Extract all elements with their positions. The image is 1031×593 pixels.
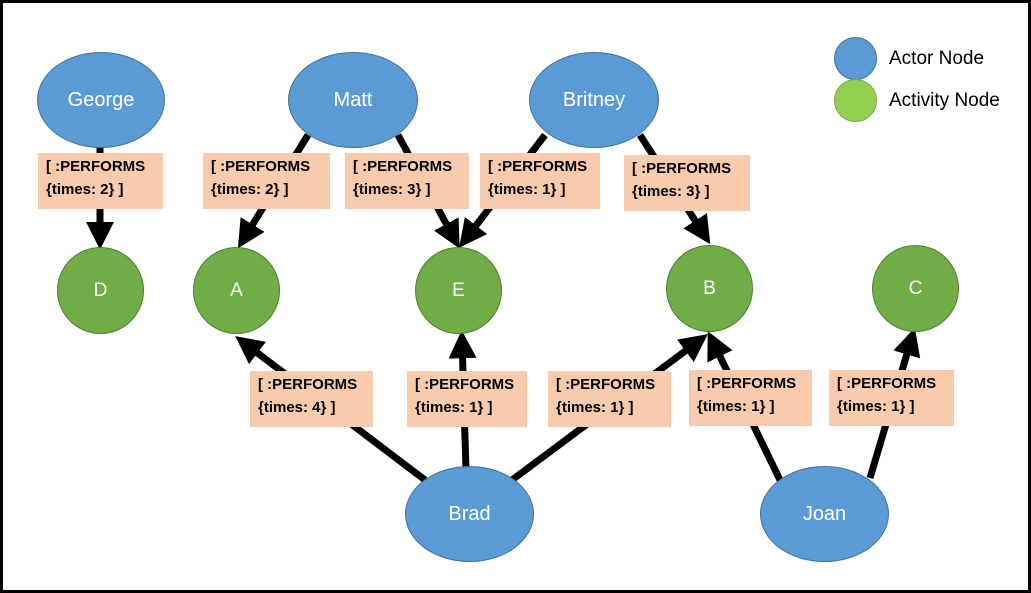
node-label: A bbox=[230, 279, 243, 301]
activity-node-b: B bbox=[666, 245, 753, 332]
edge-label-rel: [ :PERFORMS bbox=[556, 376, 656, 393]
edge-label-brad-e: [ :PERFORMS {times: 1} ] bbox=[407, 371, 527, 427]
node-label: Matt bbox=[333, 88, 373, 111]
node-label: Joan bbox=[802, 502, 847, 525]
edge-label-rel: [ :PERFORMS bbox=[488, 158, 588, 175]
edge-label-props: {times: 1} ] bbox=[488, 181, 566, 198]
legend-activity-swatch bbox=[834, 79, 877, 122]
edge-label-rel: [ :PERFORMS bbox=[632, 160, 732, 177]
edge-label-brad-b: [ :PERFORMS {times: 1} ] bbox=[548, 371, 671, 427]
node-label: Britney bbox=[562, 88, 626, 111]
actor-node-george: George bbox=[37, 52, 165, 148]
edge-label-brad-a: [ :PERFORMS {times: 4} ] bbox=[250, 371, 373, 427]
node-label: D bbox=[93, 279, 108, 301]
edge-label-rel: [ :PERFORMS bbox=[697, 375, 797, 392]
node-label: Brad bbox=[448, 502, 491, 525]
edge-label-rel: [ :PERFORMS bbox=[211, 158, 311, 175]
node-label: E bbox=[452, 279, 465, 301]
actor-node-matt: Matt bbox=[288, 52, 418, 148]
edge-label-props: {times: 3} ] bbox=[353, 181, 431, 198]
edge-label-george-d: [ :PERFORMS {times: 2} ] bbox=[38, 153, 163, 209]
edge-label-props: {times: 1} ] bbox=[837, 398, 915, 415]
edge-label-props: {times: 1} ] bbox=[697, 398, 775, 415]
edge-label-props: {times: 1} ] bbox=[556, 399, 634, 416]
edge-label-rel: [ :PERFORMS bbox=[46, 158, 146, 175]
edge-label-joan-b: [ :PERFORMS {times: 1} ] bbox=[689, 370, 812, 426]
edge-label-props: {times: 1} ] bbox=[415, 399, 493, 416]
node-label: B bbox=[703, 277, 716, 299]
edge-label-rel: [ :PERFORMS bbox=[837, 375, 937, 392]
edge-label-matt-a: [ :PERFORMS {times: 2} ] bbox=[203, 153, 330, 209]
edge-label-britney-b: [ :PERFORMS {times: 3} ] bbox=[624, 155, 750, 211]
actor-node-brad: Brad bbox=[405, 466, 534, 562]
activity-node-c: C bbox=[872, 245, 959, 332]
node-label: C bbox=[908, 277, 923, 299]
edge-label-props: {times: 2} ] bbox=[46, 181, 124, 198]
edge-label-props: {times: 2} ] bbox=[211, 181, 289, 198]
edge-label-props: {times: 4} ] bbox=[258, 399, 336, 416]
legend-actor-label: Actor Node bbox=[889, 47, 985, 69]
edge-label-rel: [ :PERFORMS bbox=[258, 376, 358, 393]
edge-label-matt-e: [ :PERFORMS {times: 3} ] bbox=[345, 153, 469, 209]
node-label: George bbox=[67, 88, 135, 111]
legend-actor-swatch bbox=[834, 37, 877, 80]
activity-node-e: E bbox=[415, 247, 502, 334]
legend-actor: Actor Node bbox=[834, 37, 984, 80]
edge-label-joan-c: [ :PERFORMS {times: 1} ] bbox=[829, 370, 954, 426]
edge-label-rel: [ :PERFORMS bbox=[415, 376, 515, 393]
actor-node-britney: Britney bbox=[529, 52, 659, 148]
activity-node-d: D bbox=[57, 247, 144, 334]
activity-node-a: A bbox=[193, 247, 280, 334]
edge-label-britney-e: [ :PERFORMS {times: 1} ] bbox=[480, 153, 600, 209]
legend-activity: Activity Node bbox=[834, 79, 1000, 122]
edge-label-rel: [ :PERFORMS bbox=[353, 158, 453, 175]
edge-label-props: {times: 3} ] bbox=[632, 183, 710, 200]
actor-node-joan: Joan bbox=[760, 466, 889, 562]
legend-activity-label: Activity Node bbox=[889, 89, 1000, 111]
